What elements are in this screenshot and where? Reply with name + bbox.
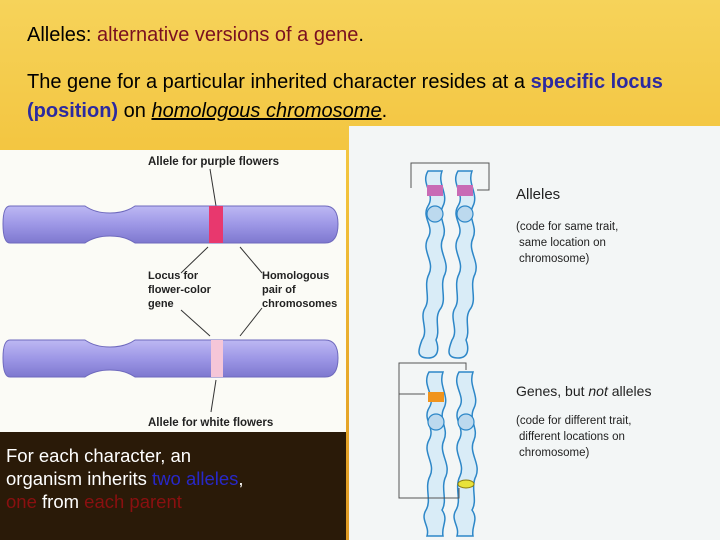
alleles-vs-genes-figure: Alleles (code for same trait, same locat… [349, 126, 720, 540]
genes-note: (code for different trait, different loc… [516, 415, 635, 459]
top-allele-label: Allele for purple flowers [148, 156, 279, 168]
summary-one: one [6, 491, 37, 512]
alleles-title: Alleles [516, 186, 560, 203]
lower-centromere-left [427, 413, 445, 431]
definition-line: Alleles: alternative versions of a gene. [27, 24, 364, 47]
bottom-allele-leader [210, 379, 217, 413]
term-alleles: Alleles: [27, 24, 92, 46]
lower-chromosome-pair [423, 371, 478, 537]
lower-centromere-right [457, 413, 475, 431]
homolog-leader-top [239, 246, 263, 274]
top-allele-leader [209, 168, 217, 207]
upper-bracket [410, 162, 490, 191]
summary-two-alleles: two alleles [152, 468, 239, 489]
genes-not-alleles-title: Genes, but not alleles [516, 383, 651, 399]
locus-label: Locus for flower-color gene [148, 270, 214, 310]
homolog-leader-bottom [239, 307, 263, 337]
body-text-1: The gene for a particular inherited char… [27, 71, 526, 93]
body-paragraph: The gene for a particular inherited char… [27, 68, 707, 126]
summary-line-1: For each character, an [6, 445, 192, 466]
homologous-pair-label: Homologous pair of chromosomes [262, 270, 337, 310]
upper-chromosome-pair [418, 170, 477, 359]
definition-text: alternative versions of a gene [97, 24, 359, 46]
definition-period: . [358, 24, 364, 46]
white-allele-band [211, 340, 223, 377]
alleles-note: (code for same trait, same location on c… [516, 221, 621, 265]
orange-gene-band [428, 392, 444, 402]
chromosome-bottom [2, 339, 339, 378]
locus-leader-bottom [180, 309, 211, 337]
bottom-allele-label: Allele for white flowers [148, 417, 273, 429]
summary-from: from [36, 491, 85, 512]
chromosome-pair-diagram: Allele for purple flowers Locus for flow… [2, 156, 339, 429]
body-italic-term: homologous chromosome [151, 100, 382, 122]
summary-line-2: organism inherits [6, 468, 153, 489]
upper-allele-band-right [457, 185, 473, 196]
body-highlight: specific locus (position) [27, 71, 663, 122]
lower-bracket-bottom [398, 394, 460, 499]
alleles-vs-genes-diagram: Alleles (code for same trait, same locat… [398, 162, 651, 537]
chromosome-top [2, 205, 339, 244]
summary-box: For each character, an organism inherits… [0, 432, 346, 540]
chromosome-pair-figure: Allele for purple flowers Locus for flow… [0, 150, 346, 432]
body-end: . [381, 100, 388, 122]
summary-comma: , [238, 468, 244, 489]
lower-bracket-top [398, 362, 467, 395]
purple-allele-band [209, 206, 223, 243]
yellow-gene-band [457, 479, 475, 489]
locus-leader-top [180, 246, 209, 274]
summary-text: For each character, an organism inherits… [6, 444, 244, 513]
body-mid: on [123, 100, 146, 122]
summary-each-parent: each parent [84, 491, 182, 512]
upper-allele-band-left [427, 185, 443, 196]
upper-centromere-left [426, 205, 444, 223]
upper-centromere-right [456, 205, 474, 223]
